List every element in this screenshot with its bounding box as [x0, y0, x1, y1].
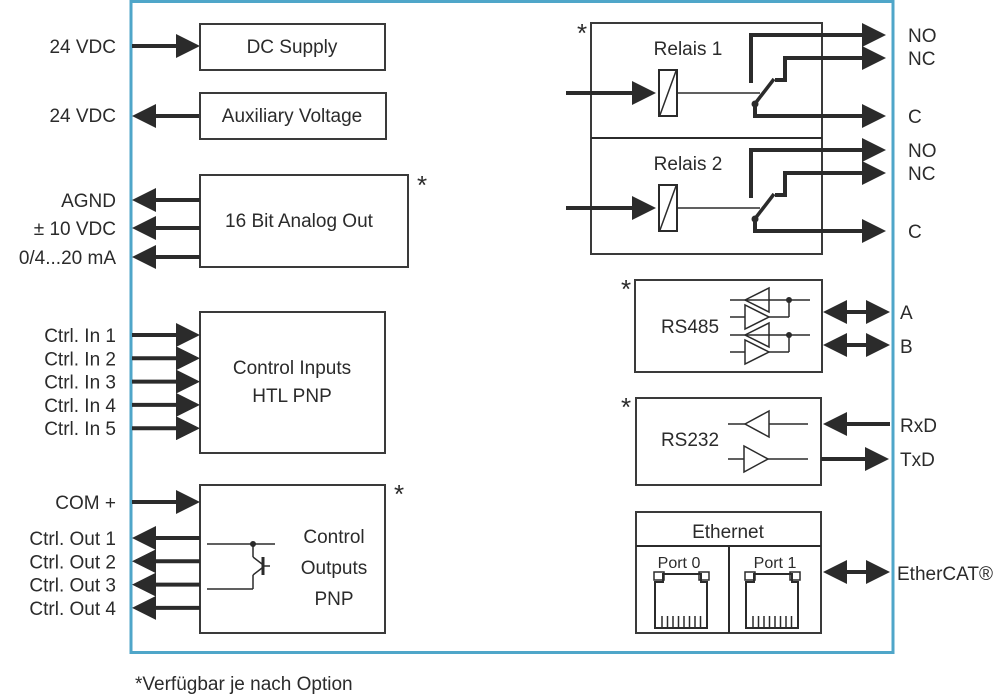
dc-supply-block — [199, 23, 386, 71]
analog-out-option-marker: * — [417, 170, 427, 200]
footnote: *Verfügbar je nach Option — [135, 674, 353, 695]
control-inputs-block — [199, 311, 386, 454]
rs485-transceiver-icon — [730, 286, 810, 366]
rs232-block-label: RS232 — [661, 430, 719, 451]
relay-contact-no: NO — [908, 26, 937, 47]
relay-label: Relais 1 — [654, 39, 723, 60]
ctrl-in-label: Ctrl. In 4 — [44, 396, 116, 417]
ctrl-out-label: Ctrl. Out 4 — [29, 599, 116, 620]
control-inputs-label-2: HTL PNP — [252, 386, 332, 407]
ctrl-out-label: Ctrl. Out 2 — [29, 552, 116, 573]
control-outputs-label-3: PNP — [314, 589, 353, 610]
control-outputs-block — [199, 484, 386, 634]
relay-switch-icon — [749, 138, 886, 243]
ctrl-in-label: Ctrl. In 5 — [44, 419, 116, 440]
rs485-signal-a: A — [900, 303, 913, 324]
rs485-group: RS485 * A B — [621, 274, 913, 373]
analog-out-block — [199, 174, 409, 268]
ethernet-port-0-label: Port 0 — [658, 555, 701, 572]
rs485-option-marker: * — [621, 274, 631, 304]
ctrl-in-label: Ctrl. In 1 — [44, 326, 116, 347]
control-outputs-label-1: Control — [303, 527, 364, 548]
relay-switch-icon — [749, 23, 886, 128]
dc-supply-signal-label: 24 VDC — [49, 37, 116, 58]
aux-voltage-block — [199, 92, 387, 140]
rj45-port-0-icon — [653, 571, 710, 629]
aux-voltage-group: 24 VDC Auxiliary Voltage — [49, 92, 387, 140]
rs232-signal-rxd: RxD — [900, 416, 937, 437]
control-inputs-label-1: Control Inputs — [233, 358, 351, 379]
rs232-group: RS232 * RxD TxD — [621, 392, 937, 486]
ethercat-signal-label: EtherCAT® — [897, 564, 993, 585]
rs232-driver-icon — [728, 409, 808, 474]
control-outputs-option-marker: * — [394, 479, 404, 509]
analog-out-signal-voltage: ± 10 VDC — [34, 219, 116, 240]
ctrl-in-label: Ctrl. In 3 — [44, 373, 116, 394]
com-plus-label: COM + — [55, 493, 116, 514]
relay-contact-no: NO — [908, 141, 937, 162]
rs485-signal-b: B — [900, 337, 913, 358]
rs485-block — [634, 279, 823, 373]
ethernet-group: Ethernet Port 0 Port 1 EtherCAT® — [635, 511, 993, 634]
analog-out-group: 16 Bit Analog Out * AGND ± 10 VDC 0/4...… — [19, 170, 427, 269]
ctrl-out-label: Ctrl. Out 3 — [29, 576, 116, 597]
rj45-port-1-icon — [744, 571, 801, 629]
control-outputs-group: Control Outputs PNP * COM + Ctrl. Out 1C… — [29, 479, 404, 634]
control-outputs-label-2: Outputs — [301, 558, 368, 579]
pnp-transistor-icon — [207, 541, 275, 590]
ethernet-block-label: Ethernet — [692, 522, 765, 543]
dc-supply-block-label: DC Supply — [247, 37, 338, 58]
rs232-option-marker: * — [621, 392, 631, 422]
relay-contact-nc: NC — [908, 49, 935, 70]
analog-out-signal-agnd: AGND — [61, 191, 116, 212]
ethernet-port-1-label: Port 1 — [754, 555, 797, 572]
aux-voltage-signal-label: 24 VDC — [49, 106, 116, 127]
dc-supply-group: 24 VDC DC Supply — [49, 23, 386, 71]
relay-contact-nc: NC — [908, 164, 935, 185]
relay-label: Relais 2 — [654, 154, 723, 175]
rs232-signal-txd: TxD — [900, 450, 935, 471]
device-frame — [129, 0, 895, 654]
relay-contact-c: C — [908, 107, 922, 128]
ctrl-in-label: Ctrl. In 2 — [44, 349, 116, 370]
ctrl-out-label: Ctrl. Out 1 — [29, 529, 116, 550]
relay-contact-c: C — [908, 222, 922, 243]
analog-out-signal-current: 0/4...20 mA — [19, 248, 116, 269]
aux-voltage-block-label: Auxiliary Voltage — [222, 106, 362, 127]
relays-option-marker: * — [577, 18, 587, 48]
analog-out-block-label: 16 Bit Analog Out — [225, 211, 374, 232]
rs485-block-label: RS485 — [661, 317, 719, 338]
rs232-block — [635, 397, 822, 486]
